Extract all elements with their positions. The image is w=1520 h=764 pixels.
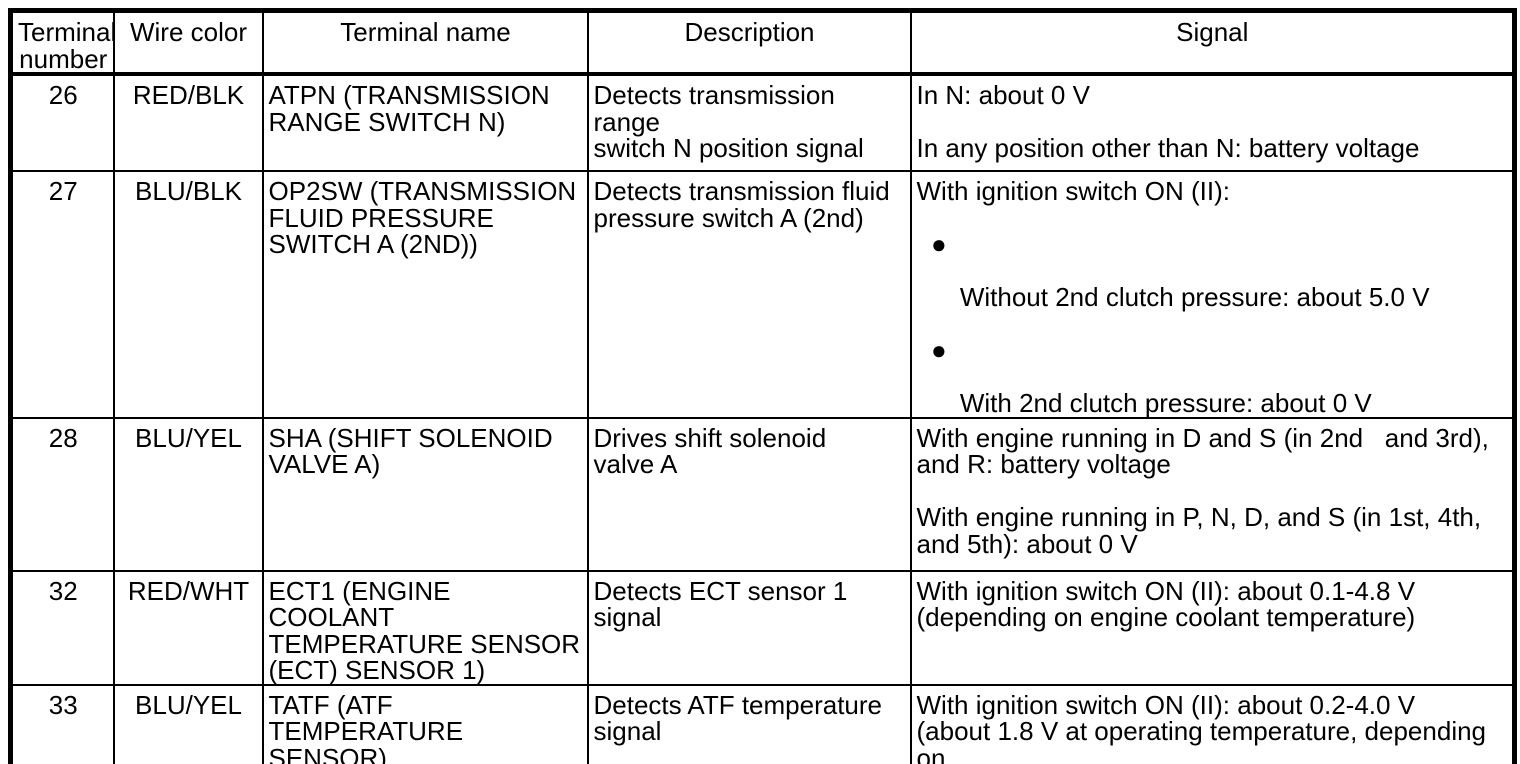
- header-signal: Signal: [909, 9, 1516, 76]
- cell-terminal-name: OP2SW (TRANSMISSION FLUID PRESSURE SWITC…: [261, 170, 589, 419]
- cell-terminal-name: ATPN (TRANSMISSION RANGE SWITCH N): [261, 73, 589, 172]
- cell-terminal-number: 32: [9, 569, 115, 686]
- cell-signal: In N: about 0 V In any position other th…: [909, 73, 1516, 172]
- terminal-table: Terminal number Wire color Terminal name…: [8, 8, 1517, 764]
- cell-description: Drives shift solenoid valve A: [586, 416, 912, 572]
- cell-terminal-number: 26: [9, 73, 115, 172]
- cell-wire-color: BLU/BLK: [112, 170, 264, 419]
- cell-terminal-name: SHA (SHIFT SOLENOID VALVE A): [261, 416, 589, 572]
- cell-signal: With ignition switch ON (II): about 0.1-…: [909, 569, 1516, 686]
- cell-signal: With ignition switch ON (II): about 0.2-…: [909, 683, 1516, 764]
- table-row: 32 RED/WHT ECT1 (ENGINE COOLANT TEMPERAT…: [9, 569, 1516, 686]
- cell-terminal-number: 28: [9, 416, 115, 572]
- cell-wire-color: BLU/YEL: [112, 416, 264, 572]
- cell-terminal-number: 33: [9, 683, 115, 764]
- cell-wire-color: BLU/YEL: [112, 683, 264, 764]
- header-wire-color: Wire color: [112, 9, 264, 76]
- table-row: 33 BLU/YEL TATF (ATF TEMPERATURE SENSOR)…: [9, 683, 1516, 764]
- header-row: Terminal number Wire color Terminal name…: [9, 9, 1516, 76]
- cell-description: Detects ECT sensor 1 signal: [586, 569, 912, 686]
- header-terminal-name: Terminal name: [261, 9, 589, 76]
- table-row: 28 BLU/YEL SHA (SHIFT SOLENOID VALVE A) …: [9, 416, 1516, 572]
- cell-terminal-name: ECT1 (ENGINE COOLANT TEMPERATURE SENSOR …: [261, 569, 589, 686]
- cell-description: Detects transmission range switch N posi…: [586, 73, 912, 172]
- header-terminal-number: Terminal number: [9, 9, 115, 76]
- cell-wire-color: RED/WHT: [112, 569, 264, 686]
- cell-terminal-number: 27: [9, 170, 115, 419]
- cell-description: Detects transmission fluid pressure swit…: [586, 170, 912, 419]
- cell-wire-color: RED/BLK: [112, 73, 264, 172]
- table-row: 26 RED/BLK ATPN (TRANSMISSION RANGE SWIT…: [9, 73, 1516, 172]
- cell-signal: With ignition switch ON (II): ● Without …: [909, 170, 1516, 419]
- cell-signal: With engine running in D and S (in 2nd a…: [909, 416, 1516, 572]
- cell-terminal-name: TATF (ATF TEMPERATURE SENSOR): [261, 683, 589, 764]
- table-row: 27 BLU/BLK OP2SW (TRANSMISSION FLUID PRE…: [9, 170, 1516, 419]
- cell-description: Detects ATF temperature signal: [586, 683, 912, 764]
- header-description: Description: [586, 9, 912, 76]
